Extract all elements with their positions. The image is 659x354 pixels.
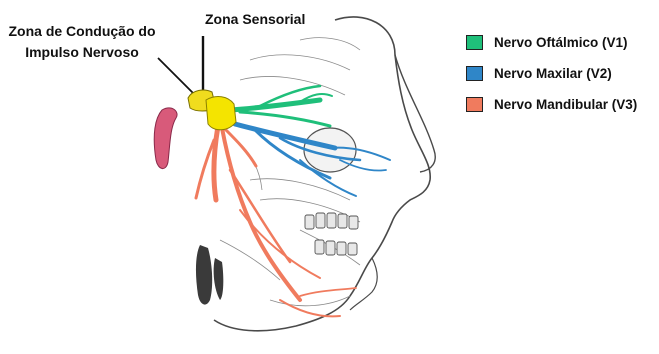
sensory-zone <box>206 97 236 130</box>
legend-label-v3: Nervo Mandibular (V3) <box>494 96 637 114</box>
legend-swatch-v1 <box>466 35 483 50</box>
eye-orbit <box>304 128 356 172</box>
ear-structure <box>154 108 177 169</box>
legend-swatch-v3 <box>466 97 483 112</box>
conduction-zone-label-line2: Impulso Nervoso <box>6 42 158 63</box>
skull-hatching <box>220 38 360 306</box>
chin-outline <box>350 258 377 310</box>
ophthalmic-nerve-v1 <box>230 86 332 126</box>
legend-swatch-v2 <box>466 66 483 81</box>
sensory-zone-label: Zona Sensorial <box>205 10 305 28</box>
teeth <box>305 213 358 255</box>
neck-structures <box>196 245 223 305</box>
nose-outline <box>395 55 435 172</box>
legend-label-v1: Nervo Oftálmico (V1) <box>494 34 628 52</box>
conduction-zone-label-line1: Zona de Condução do <box>6 21 158 42</box>
conduction-zone-label: Zona de Condução do Impulso Nervoso <box>6 21 158 63</box>
legend-label-v2: Nervo Maxilar (V2) <box>494 65 612 83</box>
